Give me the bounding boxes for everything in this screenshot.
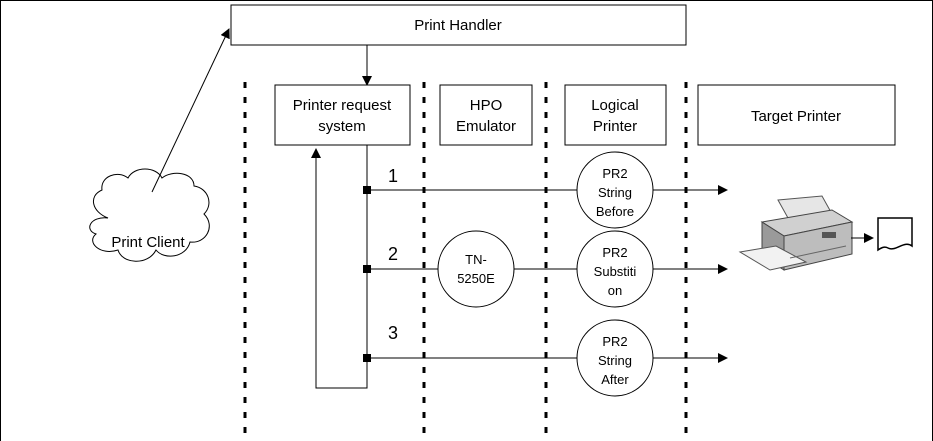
print-handler-rect: [230, 4, 687, 46]
logical-printer-line-1: Logical: [591, 97, 639, 114]
printer-request-line-1: Printer request: [293, 97, 392, 114]
path-3-pr2-line-1: PR2: [602, 334, 627, 349]
hpo-emulator-line-2: Emulator: [456, 118, 516, 135]
hpo-emulator-line-1: HPO: [470, 97, 503, 114]
path-1-number: 1: [388, 166, 398, 186]
hpo-emulator-rect: [439, 84, 533, 146]
hpo-emulator-box: HPO Emulator: [439, 84, 533, 146]
printer-request-rect: [274, 84, 411, 146]
path-2-pr2-line-3: on: [608, 283, 622, 298]
tn5250e-line-2: 5250E: [457, 271, 495, 286]
path-1-junction: [363, 186, 371, 194]
path-3-pr2-line-2: String: [598, 353, 632, 368]
printer-request-line-2: system: [318, 118, 366, 135]
tn5250e-line-1: TN-: [465, 252, 487, 267]
path-3-pr2-line-3: After: [601, 372, 629, 387]
path-1: 1 PR2 String Before: [363, 151, 728, 229]
logical-printer-box: Logical Printer: [564, 84, 667, 146]
path-2-junction: [363, 265, 371, 273]
tn5250e-circle: [437, 230, 515, 308]
print-handler-box: Print Handler: [230, 4, 687, 46]
cloud-icon: [89, 168, 210, 262]
path-2-pr2-line-1: PR2: [602, 245, 627, 260]
path-2-number: 2: [388, 244, 398, 264]
return-loop-arrow: [311, 145, 368, 389]
path-2: 2 TN- 5250E PR2 Substiti on: [363, 230, 728, 308]
print-client-label: Print Client: [111, 234, 185, 251]
path-1-pr2-line-1: PR2: [602, 166, 627, 181]
path-2-pr2-line-2: Substiti: [594, 264, 637, 279]
logical-printer-line-2: Printer: [593, 118, 637, 135]
printer-icon: [738, 195, 854, 271]
printer-request-system-box: Printer request system: [274, 84, 411, 146]
path-1-pr2-line-2: String: [598, 185, 632, 200]
path-3: 3 PR2 String After: [363, 319, 728, 397]
target-printer-rect: [697, 84, 896, 146]
path-1-pr2-line-3: Before: [596, 204, 634, 219]
logical-printer-rect: [564, 84, 667, 146]
pr2-string-before-circle: [576, 151, 654, 229]
target-printer-label: Target Printer: [751, 108, 841, 125]
path-3-junction: [363, 354, 371, 362]
client-to-handler-arrow: [151, 28, 230, 193]
document-icon: [877, 217, 913, 252]
print-handler-label: Print Handler: [414, 17, 502, 34]
path-3-number: 3: [388, 323, 398, 343]
target-printer-box: Target Printer: [697, 84, 896, 146]
